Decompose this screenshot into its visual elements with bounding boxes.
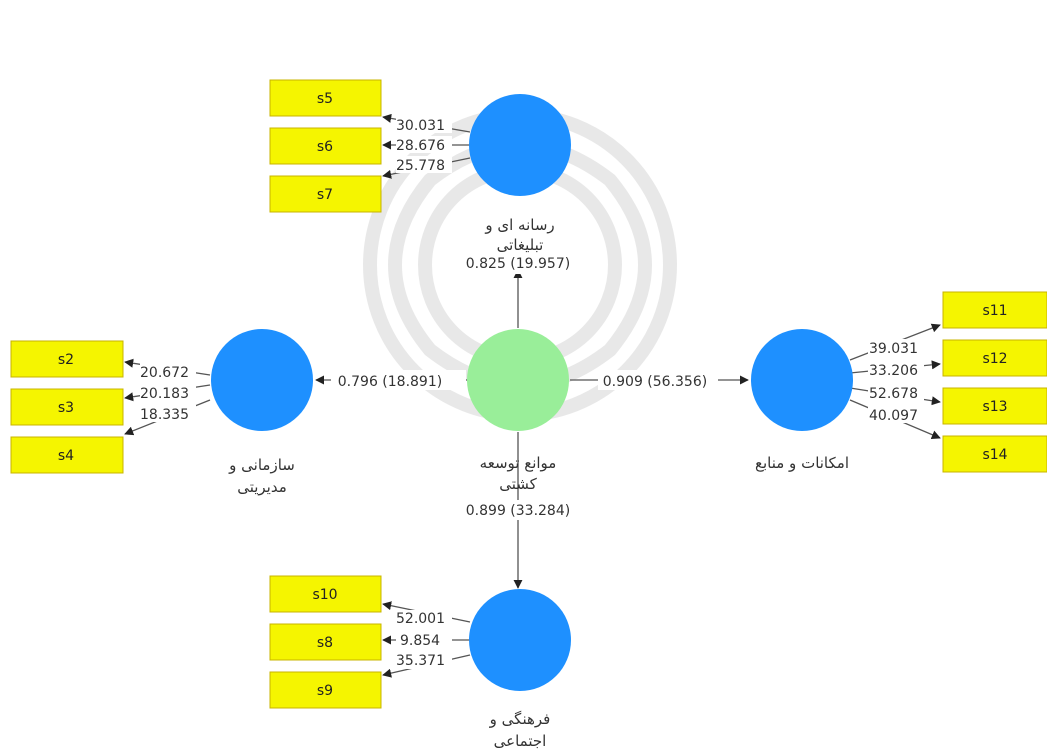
loading-s5: 30.031: [396, 118, 445, 134]
latent-media[interactable]: [469, 94, 571, 196]
latent-organizational-label-2: مدیریتی: [237, 478, 287, 496]
resources-loadings: 39.031 33.206 52.678 40.097: [868, 339, 924, 424]
indicator-label: s3: [58, 400, 74, 416]
indicator-label: s9: [317, 683, 333, 699]
loading-s8: 9.854: [400, 633, 440, 649]
loading-s11: 39.031: [869, 341, 918, 357]
indicator-label: s11: [982, 303, 1007, 319]
loading-s14: 40.097: [869, 408, 918, 424]
indicator-label: s5: [317, 91, 333, 107]
latent-organizational[interactable]: [211, 329, 313, 431]
path-coef-cultural: 0.899 (33.284): [466, 503, 570, 519]
latent-resources[interactable]: [751, 329, 853, 431]
latent-cultural-label-1: فرهنگی و: [489, 710, 551, 728]
loading-s7: 25.778: [396, 158, 445, 174]
latent-media-label-2: تبلیغاتی: [497, 236, 544, 254]
indicator-label: s12: [982, 351, 1007, 367]
indicator-label: s2: [58, 352, 74, 368]
loading-s13: 52.678: [869, 386, 918, 402]
loading-s3: 20.183: [140, 386, 189, 402]
indicator-s9[interactable]: s9: [269, 671, 382, 709]
loading-s9: 35.371: [396, 653, 445, 669]
latent-media-label-1: رسانه ای و: [484, 216, 554, 234]
indicator-label: s8: [317, 635, 333, 651]
indicator-s14[interactable]: s14: [942, 435, 1047, 473]
indicator-label: s4: [58, 448, 74, 464]
indicator-s13[interactable]: s13: [942, 387, 1047, 425]
indicator-label: s7: [317, 187, 333, 203]
loading-s10: 52.001: [396, 611, 445, 627]
path-label-bg: [460, 254, 578, 274]
indicator-s11[interactable]: s11: [942, 291, 1047, 329]
loading-s4: 18.335: [140, 407, 189, 423]
path-label-bg: [331, 370, 466, 390]
path-label-bg: [598, 370, 718, 390]
latent-central[interactable]: [467, 329, 569, 431]
indicator-label: s14: [982, 447, 1007, 463]
indicator-s7[interactable]: s7: [269, 175, 382, 213]
indicator-label: s13: [982, 399, 1007, 415]
indicator-s10[interactable]: s10: [269, 575, 382, 613]
latent-organizational-label-1: سازمانی و: [228, 456, 295, 474]
indicator-s8[interactable]: s8: [269, 623, 382, 661]
cultural-loadings: 52.001 9.854 35.371: [396, 610, 452, 669]
latent-central-label-1: موانع توسعه: [480, 454, 557, 472]
indicator-s2[interactable]: s2: [10, 340, 124, 378]
indicator-s4[interactable]: s4: [10, 436, 124, 474]
indicator-label: s10: [312, 587, 337, 603]
indicator-s5[interactable]: s5: [269, 79, 382, 117]
loading-s6: 28.676: [396, 138, 445, 154]
path-coef-resources: 0.909 (56.356): [603, 374, 707, 390]
indicator-s12[interactable]: s12: [942, 339, 1047, 377]
latent-cultural[interactable]: [469, 589, 571, 691]
organizational-loadings: 20.672 20.183 18.335: [140, 363, 196, 423]
path-coef-organizational: 0.796 (18.891): [338, 374, 442, 390]
indicator-s3[interactable]: s3: [10, 388, 124, 426]
indicator-s6[interactable]: s6: [269, 127, 382, 165]
path-label-bg: [460, 500, 578, 520]
path-coef-media: 0.825 (19.957): [466, 256, 570, 272]
media-loadings: 30.031 28.676 25.778: [396, 116, 452, 174]
indicator-label: s6: [317, 139, 333, 155]
loading-s2: 20.672: [140, 365, 189, 381]
latent-central-label-2: کشتی: [499, 475, 537, 493]
loading-s12: 33.206: [869, 363, 918, 379]
latent-resources-label: امکانات و منابع: [755, 454, 849, 472]
latent-cultural-label-2: اجتماعی: [494, 732, 547, 750]
